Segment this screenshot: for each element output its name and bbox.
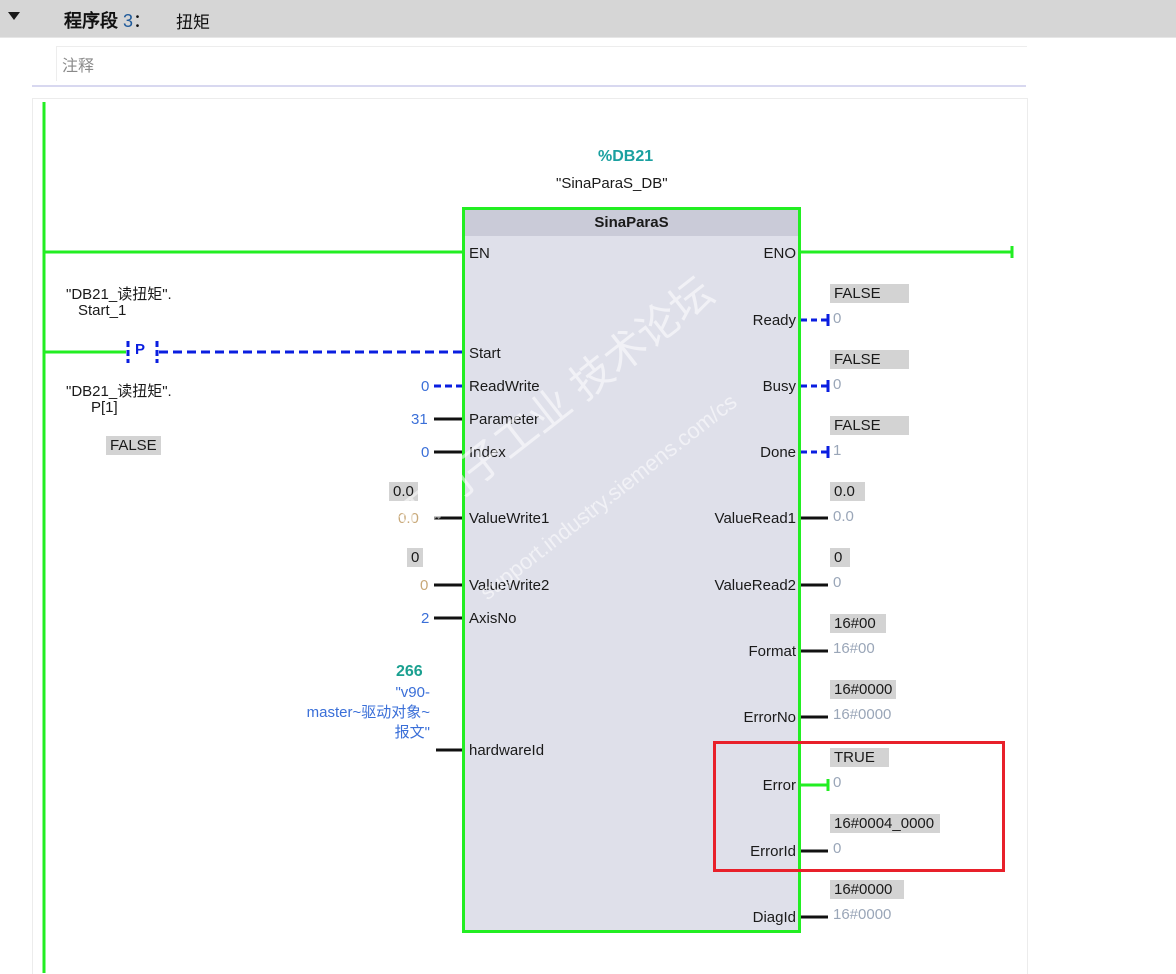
hardwareid-value[interactable]: 266 bbox=[396, 663, 423, 680]
network-colon: ： bbox=[133, 11, 152, 31]
index-value[interactable]: 0 bbox=[421, 444, 430, 461]
pin-error: Error bbox=[762, 777, 796, 794]
valueread1-status: 0.0 bbox=[830, 482, 865, 501]
valueread2-value[interactable]: 0 bbox=[833, 574, 842, 591]
pin-eno: ENO bbox=[763, 245, 796, 262]
network-label: 程序段 bbox=[64, 11, 118, 31]
diagid-value[interactable]: 16#0000 bbox=[833, 906, 892, 923]
parameter-value[interactable]: 31 bbox=[411, 411, 428, 428]
hardwareid-tag-line2: master~驱动对象~ bbox=[306, 704, 430, 721]
pin-start: Start bbox=[469, 345, 501, 362]
function-block-type: SinaParaS bbox=[465, 210, 798, 236]
pin-valueread1: ValueRead1 bbox=[714, 510, 796, 527]
ready-status: FALSE bbox=[830, 284, 909, 303]
done-value[interactable]: 1 bbox=[833, 442, 842, 459]
axisno-value[interactable]: 2 bbox=[421, 610, 430, 627]
valueread1-value[interactable]: 0.0 bbox=[833, 508, 854, 525]
network-header[interactable] bbox=[0, 0, 1176, 38]
network-title: 程序段 3： bbox=[64, 7, 151, 33]
valuewrite1-value[interactable]: 0.0 bbox=[398, 510, 419, 527]
errorid-status: 16#0004_0000 bbox=[830, 814, 941, 833]
network-number: 3 bbox=[123, 11, 134, 31]
ready-value[interactable]: 0 bbox=[833, 310, 842, 327]
pin-index: Index bbox=[469, 444, 506, 461]
pin-valueread2: ValueRead2 bbox=[714, 577, 796, 594]
busy-status: FALSE bbox=[830, 350, 909, 369]
edge-contact-p[interactable]: P bbox=[135, 341, 146, 358]
function-block-box[interactable] bbox=[462, 207, 801, 933]
pin-hardwareid: hardwareId bbox=[469, 742, 545, 759]
hardwareid-tag-line3: 报文" bbox=[394, 724, 430, 741]
network-comment-placeholder[interactable]: 注释 bbox=[62, 58, 95, 75]
errorno-value[interactable]: 16#0000 bbox=[833, 706, 892, 723]
comment-divider bbox=[32, 85, 1026, 87]
collapse-arrow-icon[interactable] bbox=[8, 12, 20, 20]
instance-db-address[interactable]: %DB21 bbox=[598, 148, 654, 165]
readwrite-value[interactable]: 0 bbox=[421, 378, 430, 395]
busy-value[interactable]: 0 bbox=[833, 376, 842, 393]
errorid-value[interactable]: 0 bbox=[833, 840, 842, 857]
pin-done: Done bbox=[760, 444, 796, 461]
valuewrite1-status: 0.0 bbox=[389, 482, 418, 501]
valueread2-status: 0 bbox=[830, 548, 851, 567]
pin-format: Format bbox=[748, 643, 796, 660]
format-value[interactable]: 16#00 bbox=[833, 640, 875, 657]
network-comment-field[interactable] bbox=[56, 46, 1027, 81]
pin-valuewrite2: ValueWrite2 bbox=[469, 577, 550, 594]
contact-operand-line2[interactable]: Start_1 bbox=[78, 302, 127, 319]
ladder-editor-area[interactable] bbox=[32, 98, 1028, 974]
errorno-status: 16#0000 bbox=[830, 680, 897, 699]
pin-valuewrite1: ValueWrite1 bbox=[469, 510, 550, 527]
done-status: FALSE bbox=[830, 416, 909, 435]
valuewrite2-value[interactable]: 0 bbox=[420, 577, 429, 594]
error-highlight-frame bbox=[713, 741, 1005, 872]
hardwareid-tag[interactable]: "v90- master~驱动对象~ 报文" bbox=[307, 683, 430, 743]
network-name[interactable]: 扭矩 bbox=[176, 13, 210, 32]
instance-db-name[interactable]: "SinaParaS_DB" bbox=[556, 175, 668, 192]
pin-errorno: ErrorNo bbox=[743, 709, 796, 726]
format-status: 16#00 bbox=[830, 614, 886, 633]
edge-status-value: FALSE bbox=[106, 436, 161, 455]
pin-en: EN bbox=[469, 245, 490, 262]
pin-parameter: Parameter bbox=[469, 411, 540, 428]
pin-axisno: AxisNo bbox=[469, 610, 517, 627]
valuewrite2-status: 0 bbox=[407, 548, 424, 567]
error-value[interactable]: 0 bbox=[833, 774, 842, 791]
pin-diagid: DiagId bbox=[752, 909, 796, 926]
diagid-status: 16#0000 bbox=[830, 880, 905, 899]
edge-operand-line2[interactable]: P[1] bbox=[91, 399, 118, 416]
pin-busy: Busy bbox=[762, 378, 796, 395]
pin-readwrite: ReadWrite bbox=[469, 378, 540, 395]
error-status: TRUE bbox=[830, 748, 889, 767]
pin-errorid: ErrorId bbox=[750, 843, 796, 860]
hardwareid-tag-line1: "v90- bbox=[395, 684, 430, 701]
edge-operand-line1[interactable]: "DB21_读扭矩". bbox=[66, 383, 172, 400]
contact-operand-line1[interactable]: "DB21_读扭矩". bbox=[66, 286, 172, 303]
pin-ready: Ready bbox=[752, 312, 796, 329]
